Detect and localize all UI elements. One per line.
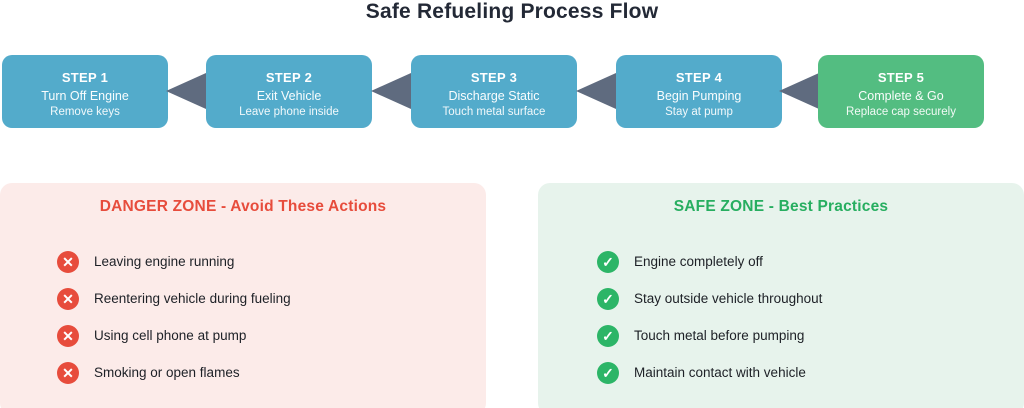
danger-zone-title: DANGER ZONE - Avoid These Actions xyxy=(99,198,387,215)
check-circle-icon: ✓ xyxy=(597,361,619,384)
arrow-left-icon xyxy=(779,73,819,109)
step-box-4: STEP 4 Begin Pumping Stay at pump xyxy=(616,55,782,128)
safe-item-label: Maintain contact with vehicle xyxy=(634,365,806,380)
x-circle-icon: ✕ xyxy=(57,324,79,347)
list-item: ✕ Leaving engine running xyxy=(0,243,486,280)
step-box-5: STEP 5 Complete & Go Replace cap securel… xyxy=(818,55,984,128)
safe-zone-title: SAFE ZONE - Best Practices xyxy=(673,198,889,215)
step-detail: Touch metal surface xyxy=(442,105,546,118)
list-item: ✕ Reentering vehicle during fueling xyxy=(0,280,486,317)
arrow-left-icon xyxy=(576,73,616,109)
step-box-3: STEP 3 Discharge Static Touch metal surf… xyxy=(411,55,577,128)
page-title: Safe Refueling Process Flow xyxy=(365,0,659,23)
danger-zone-panel: DANGER ZONE - Avoid These Actions ✕ Leav… xyxy=(0,183,486,408)
x-circle-icon: ✕ xyxy=(57,250,79,273)
danger-item-label: Using cell phone at pump xyxy=(94,328,247,343)
danger-item-label: Smoking or open flames xyxy=(94,365,240,380)
step-box-1: STEP 1 Turn Off Engine Remove keys xyxy=(2,55,168,128)
list-item: ✓ Stay outside vehicle throughout xyxy=(538,280,1024,317)
check-circle-icon: ✓ xyxy=(597,324,619,347)
step-label: STEP 1 xyxy=(61,69,109,85)
list-item: ✓ Maintain contact with vehicle xyxy=(538,354,1024,391)
step-detail: Remove keys xyxy=(50,105,120,118)
safe-zone-panel: SAFE ZONE - Best Practices ✓ Engine comp… xyxy=(538,183,1024,408)
step-detail: Stay at pump xyxy=(665,105,733,118)
step-action: Begin Pumping xyxy=(656,88,742,103)
step-box-2: STEP 2 Exit Vehicle Leave phone inside xyxy=(206,55,372,128)
step-action: Exit Vehicle xyxy=(256,88,322,103)
list-item: ✓ Engine completely off xyxy=(538,243,1024,280)
safe-item-label: Touch metal before pumping xyxy=(634,328,805,343)
step-detail: Leave phone inside xyxy=(239,105,339,118)
x-circle-icon: ✕ xyxy=(57,287,79,310)
safe-item-label: Stay outside vehicle throughout xyxy=(634,291,823,306)
list-item: ✕ Smoking or open flames xyxy=(0,354,486,391)
step-label: STEP 4 xyxy=(675,69,723,85)
step-label: STEP 3 xyxy=(470,69,518,85)
arrow-left-icon xyxy=(371,73,411,109)
step-action: Discharge Static xyxy=(448,88,540,103)
danger-item-label: Leaving engine running xyxy=(94,254,235,269)
check-circle-icon: ✓ xyxy=(597,287,619,310)
arrow-left-icon xyxy=(166,73,206,109)
check-circle-icon: ✓ xyxy=(597,250,619,273)
x-circle-icon: ✕ xyxy=(57,361,79,384)
safe-zone-list: ✓ Engine completely off ✓ Stay outside v… xyxy=(538,243,1024,391)
step-detail: Replace cap securely xyxy=(846,105,956,118)
danger-item-label: Reentering vehicle during fueling xyxy=(94,291,291,306)
safe-item-label: Engine completely off xyxy=(634,254,763,269)
step-label: STEP 2 xyxy=(265,69,313,85)
step-action: Turn Off Engine xyxy=(41,88,129,103)
step-action: Complete & Go xyxy=(858,88,944,103)
list-item: ✓ Touch metal before pumping xyxy=(538,317,1024,354)
step-label: STEP 5 xyxy=(877,69,925,85)
list-item: ✕ Using cell phone at pump xyxy=(0,317,486,354)
danger-zone-list: ✕ Leaving engine running ✕ Reentering ve… xyxy=(0,243,486,391)
